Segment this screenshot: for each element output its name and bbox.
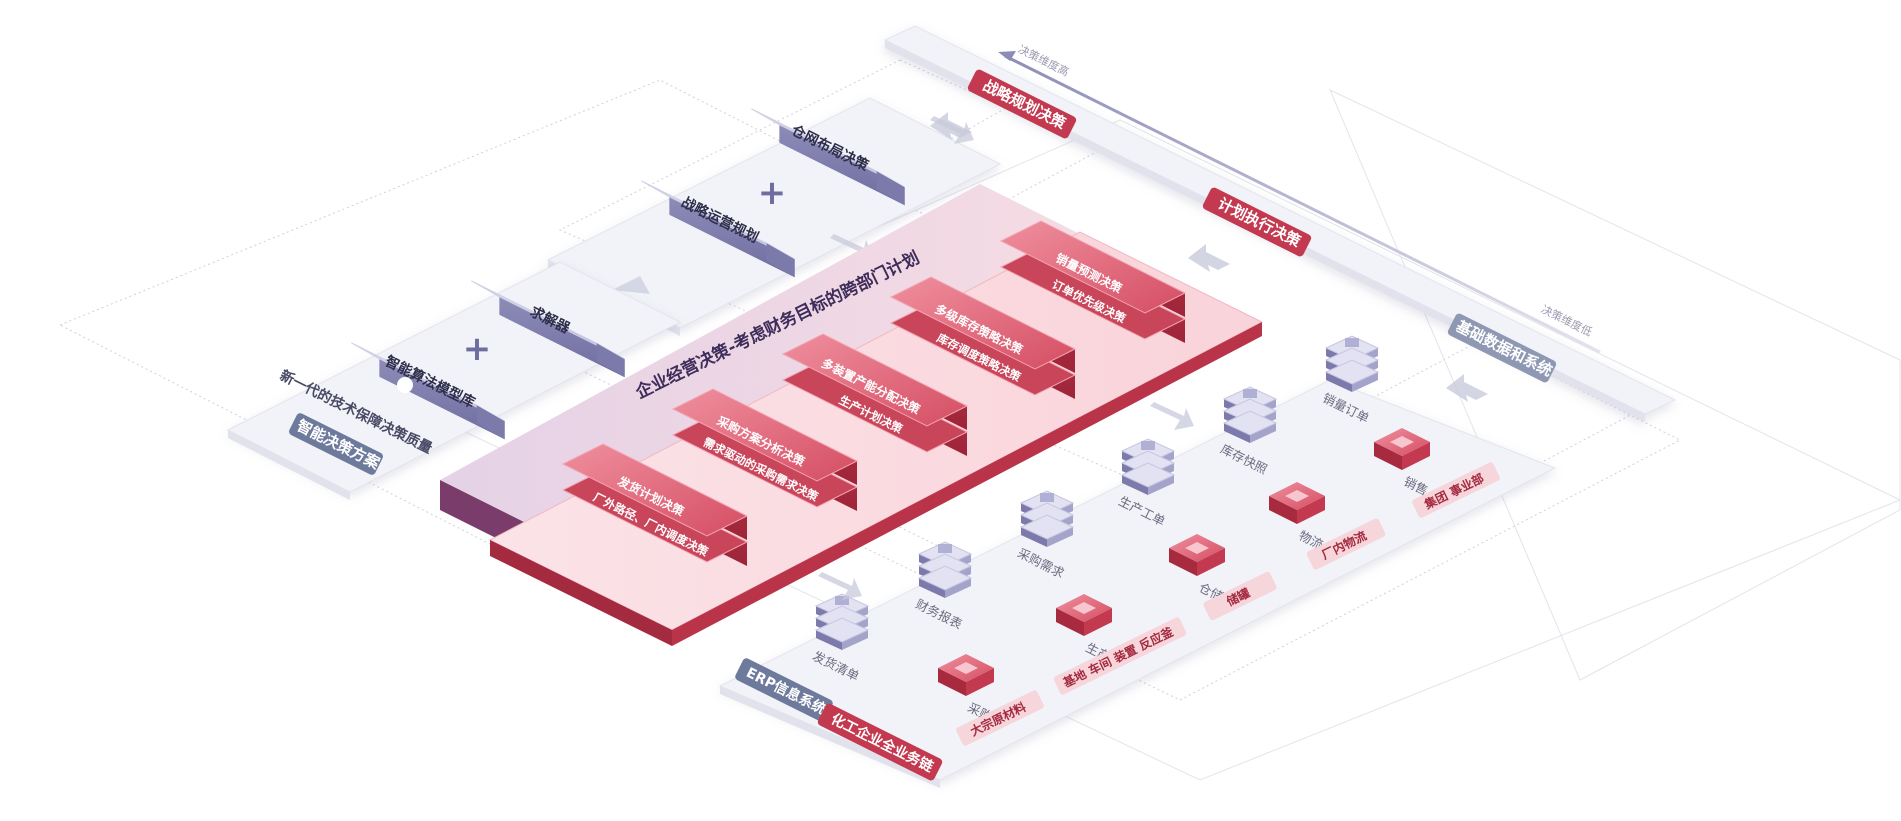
decision-layer-top: [671, 388, 859, 482]
db-core: [1040, 493, 1054, 502]
db-layer-top: [1019, 514, 1075, 540]
process-node: 生产: [1056, 594, 1113, 664]
axis-arrow: [998, 51, 1601, 354]
business-chain-badge-bg: [817, 703, 943, 781]
enterprise-base-edge: [672, 322, 1262, 646]
db-layer-side: [1122, 475, 1148, 495]
flow-arrows: [818, 112, 1488, 600]
tag-bg: [1306, 518, 1386, 570]
plan-decision-badge-bg: [1202, 187, 1312, 257]
db-layer-top: [1324, 359, 1380, 385]
db-layer-top: [1120, 462, 1176, 488]
node-side: [1056, 608, 1084, 636]
enterprise-base-front: [490, 540, 672, 646]
db-layer-side: [1224, 423, 1250, 443]
db-layer-side: [842, 630, 868, 650]
strategy-planning-box-end: [766, 243, 795, 278]
solver-box-side: [499, 296, 625, 378]
algorithm-library-box-side: [379, 358, 505, 440]
tag-bg: [956, 690, 1044, 746]
erp-panel: ERP信息系统化工企业全业务链发货清单财务报表采购需求生产工单库存快照销量订单采…: [718, 335, 1557, 788]
flow-arrow: [1188, 244, 1230, 272]
erp-panel-edge: [720, 686, 940, 788]
node-side: [966, 668, 994, 696]
decision-layer-top: [999, 220, 1187, 314]
strategic-decision-badge-bg: [967, 69, 1077, 139]
node-core: [1185, 542, 1209, 554]
basic-data-badge-bg: [1447, 313, 1557, 383]
flow-arrow: [1150, 402, 1194, 430]
db-layer-top: [917, 565, 973, 591]
node-side: [1297, 496, 1325, 524]
node-side: [938, 668, 966, 696]
node-side: [1197, 548, 1225, 576]
solver-box: 求解器: [471, 280, 625, 378]
tag-bg: [1412, 462, 1500, 518]
node-side: [1269, 496, 1297, 524]
axis-low-label: 决策维度低: [1539, 302, 1594, 339]
node-side: [1169, 548, 1197, 576]
db-core: [835, 596, 849, 605]
axis-high-label: 决策维度高: [1016, 42, 1071, 79]
enterprise-back-wall: [440, 184, 1080, 530]
db-layer-side: [945, 578, 971, 598]
node-side: [1084, 608, 1112, 636]
decision-layer-top: [561, 443, 749, 537]
plus-icon: +: [463, 329, 492, 369]
db-core: [1345, 338, 1359, 347]
db-core: [938, 544, 952, 553]
decision-layer-top: [781, 333, 969, 427]
process-node: 物流: [1269, 482, 1326, 552]
db-layer-side: [1148, 475, 1174, 495]
node-core: [1390, 436, 1414, 448]
db-core: [1243, 389, 1257, 398]
db-layer-side: [1021, 527, 1047, 547]
erp-system-badge-bg: [735, 658, 833, 722]
db-core: [1141, 441, 1155, 450]
database-icon: 采购需求: [1015, 490, 1075, 581]
db-layer-top: [814, 617, 870, 643]
flow-arrow: [930, 112, 972, 140]
node-side: [1374, 442, 1402, 470]
flow-arrow: [818, 572, 862, 600]
algorithm-library-box-end: [476, 405, 505, 440]
db-layer-side: [1326, 372, 1352, 392]
node-side: [1402, 442, 1430, 470]
solver-box-end: [596, 343, 625, 378]
db-layer-top: [1222, 410, 1278, 436]
decision-layer-top: [889, 276, 1077, 370]
solution-panel-edge: [228, 430, 350, 500]
db-layer-side: [1047, 527, 1073, 547]
db-layer-side: [1250, 423, 1276, 443]
db-layer-side: [1352, 372, 1378, 392]
node-core: [1072, 602, 1096, 614]
flow-arrow: [1446, 374, 1488, 402]
strategy-planning-box-side: [669, 196, 795, 278]
tag-bg: [1203, 571, 1277, 621]
decision-stacks: 发货计划决策厂外路径、厂内调度决策采购方案分析决策需求驱动的采购需求决策多装置产…: [561, 220, 1187, 566]
db-layer-side: [919, 578, 945, 598]
flow-arrow: [612, 276, 650, 294]
tag-bg: [1053, 617, 1187, 695]
model-library-icon: [397, 377, 413, 393]
db-layer-side: [816, 630, 842, 650]
node-core: [1285, 490, 1309, 502]
enterprise-panel: 企业经营决策-考虑财务目标的跨部门计划发货计划决策厂外路径、厂内调度决策采购方案…: [440, 184, 1264, 646]
warehouse-network-box-end: [876, 171, 905, 206]
smart-solution-badge-bg: [289, 413, 383, 475]
plus-icon: +: [758, 173, 787, 213]
warehouse-network-box-side: [779, 124, 905, 206]
strategy-planning-box: 战略运营规划: [641, 180, 795, 278]
node-core: [954, 662, 978, 674]
